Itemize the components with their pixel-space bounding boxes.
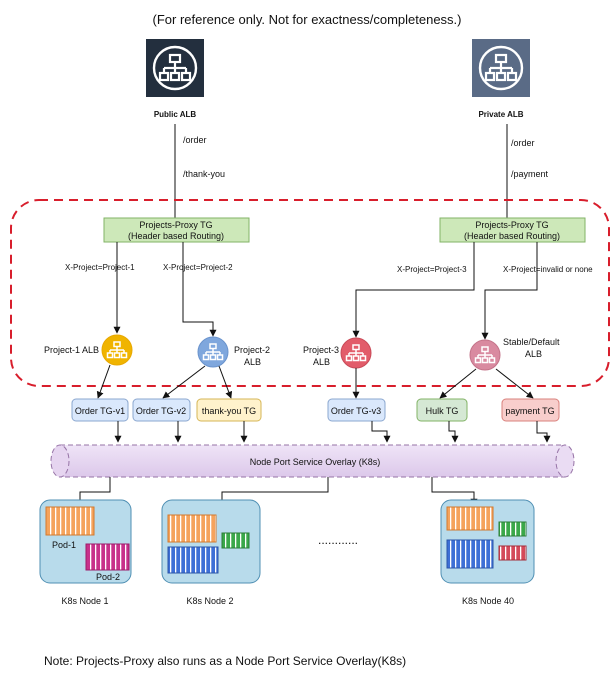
- container-green: [498, 521, 527, 537]
- arrow-p2-to-thank-you: [218, 365, 233, 399]
- projects-proxy-boundary: [10, 199, 610, 387]
- project-3-alb-line2: ALB: [313, 357, 330, 367]
- overlay-label: Node Port Service Overlay (K8s): [250, 457, 381, 467]
- route-default: [481, 242, 538, 340]
- arrow-p2-to-order-v2: [162, 365, 206, 399]
- public-alb: Public ALB: [146, 39, 204, 119]
- route-project-3: [352, 242, 475, 338]
- tg-order-v2-label: Order TG-v2: [136, 406, 186, 416]
- proxy-tg-right: Projects-Proxy TG (Header based Routing): [439, 217, 586, 243]
- tg-thank-you: thank-you TG: [196, 398, 262, 422]
- arrow-p1-to-order-v1: [96, 364, 111, 399]
- arrow-overlay-node-40: [431, 477, 478, 506]
- arrow-default-to-hulk: [439, 368, 477, 399]
- k8s-node-40-label: K8s Node 40: [462, 596, 514, 606]
- header-project-2: X-Project=Project-2: [163, 263, 233, 272]
- arrow-order-v3-overlay: [371, 421, 391, 443]
- private-alb-icon: [478, 45, 524, 91]
- tg-payment-label: payment TG: [505, 406, 554, 416]
- tg-hulk-label: Hulk TG: [426, 406, 459, 416]
- tg-order-v1-label: Order TG-v1: [75, 406, 125, 416]
- footer-note: Note: Projects-Proxy also runs as a Node…: [44, 654, 406, 668]
- container-blue: [167, 546, 219, 574]
- k8s-node-2-label: K8s Node 2: [186, 596, 233, 606]
- route-project-2: [182, 242, 217, 337]
- container-orange: [167, 514, 217, 543]
- private-alb-label: Private ALB: [478, 110, 523, 119]
- public-alb-icon: [152, 45, 198, 91]
- proxy-tg-right-line2: (Header based Routing): [464, 231, 560, 241]
- tg-order-v3-label: Order TG-v3: [331, 406, 381, 416]
- header-project-1: X-Project=Project-1: [65, 263, 135, 272]
- default-alb-line2: ALB: [525, 349, 542, 359]
- public-alb-label: Public ALB: [154, 110, 197, 119]
- tg-payment: payment TG: [501, 398, 560, 422]
- proxy-tg-left: Projects-Proxy TG (Header based Routing): [103, 217, 250, 243]
- header-project-3: X-Project=Project-3: [397, 265, 467, 274]
- k8s-node-1-label: K8s Node 1: [61, 596, 108, 606]
- pod-2-container: [85, 543, 130, 571]
- proxy-tg-left-line2: (Header based Routing): [128, 231, 224, 241]
- k8s-node-40: K8s Node 40: [440, 499, 535, 606]
- arrow-hulk-overlay: [448, 421, 459, 443]
- tg-order-v2: Order TG-v2: [132, 398, 191, 422]
- pod-1-container: [45, 506, 95, 536]
- container-red: [498, 545, 527, 561]
- default-alb-line1: Stable/Default: [503, 337, 560, 347]
- nodes-ellipsis: ............: [318, 533, 358, 547]
- project-1-alb-label: Project-1 ALB: [44, 345, 99, 355]
- project-1-alb: Project-1 ALB: [44, 334, 133, 366]
- container-orange: [446, 506, 494, 531]
- private-path-payment: /payment: [511, 169, 549, 179]
- node-port-service-overlay: Node Port Service Overlay (K8s): [50, 444, 575, 478]
- pod-1-label: Pod-1: [52, 540, 76, 550]
- public-path-thank-you: /thank-you: [183, 169, 225, 179]
- project-2-alb: Project-2 ALB: [197, 336, 270, 368]
- project-2-alb-line2: ALB: [244, 357, 261, 367]
- container-blue: [446, 539, 494, 569]
- header-note: (For reference only. Not for exactness/c…: [153, 12, 462, 27]
- pod-2-label: Pod-2: [96, 572, 120, 582]
- k8s-node-2: K8s Node 2: [161, 499, 261, 606]
- container-green: [221, 532, 250, 549]
- private-path-order: /order: [511, 138, 535, 148]
- arrow-default-to-payment: [495, 368, 534, 399]
- k8s-node-1: Pod-1 Pod-2 K8s Node 1: [39, 499, 132, 606]
- arrow-overlay-node-1: [76, 477, 111, 507]
- tg-order-v3: Order TG-v3: [327, 398, 386, 422]
- tg-thank-you-label: thank-you TG: [202, 406, 256, 416]
- arrow-payment-overlay: [536, 421, 551, 443]
- private-alb: Private ALB: [472, 39, 530, 119]
- project-3-alb: Project-3 ALB: [303, 337, 372, 369]
- header-default: X-Project=invalid or none: [503, 265, 593, 274]
- proxy-tg-left-line1: Projects-Proxy TG: [139, 220, 212, 230]
- tg-hulk: Hulk TG: [416, 398, 468, 422]
- public-path-order: /order: [183, 135, 207, 145]
- proxy-tg-right-line1: Projects-Proxy TG: [475, 220, 548, 230]
- tg-order-v1: Order TG-v1: [71, 398, 129, 422]
- default-alb: Stable/Default ALB: [469, 337, 560, 371]
- project-2-alb-line1: Project-2: [234, 345, 270, 355]
- project-3-alb-line1: Project-3: [303, 345, 339, 355]
